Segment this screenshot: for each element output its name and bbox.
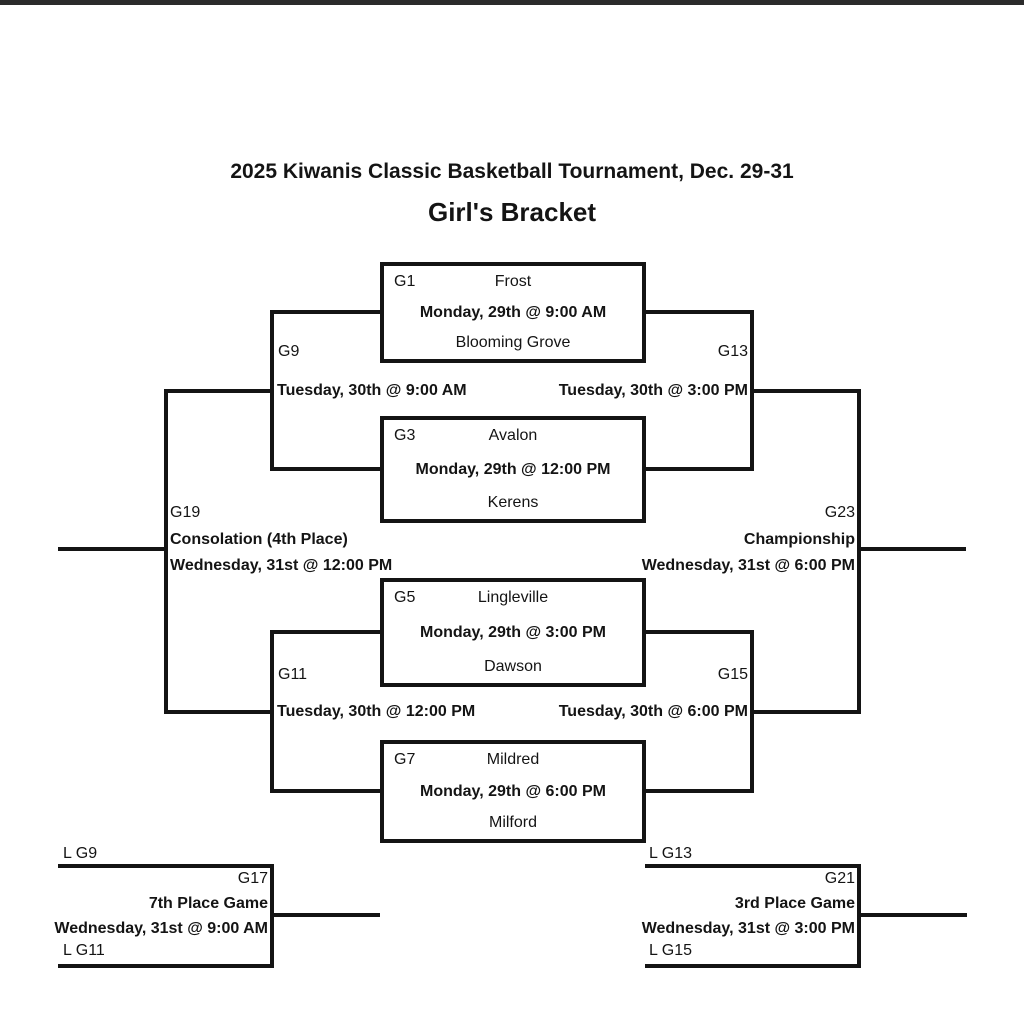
game-datetime-g11: Tuesday, 30th @ 12:00 PM [277,703,476,720]
consolation-game-datetime: Wednesday, 31st @ 12:00 PM [170,557,393,574]
game-id-g15: G15 [717,666,748,683]
third-place-top-line [645,864,861,868]
top-team: Frost [494,273,532,290]
game-datetime: Monday, 29th @ 6:00 PM [419,782,606,800]
game-datetime: Monday, 29th @ 12:00 PM [415,460,611,478]
game-id: G7 [394,751,416,768]
third-place-game-datetime: Wednesday, 31st @ 3:00 PM [641,920,855,937]
bottom-team: Kerens [487,494,539,511]
connector-g5-left-stub [272,630,380,634]
seventh-place-game-name: 7th Place Game [148,895,268,912]
game-id-g17: G17 [237,870,268,887]
game-box-g1: G1 Frost Monday, 29th @ 9:00 AM Blooming… [380,262,646,363]
game-datetime-g9: Tuesday, 30th @ 9:00 AM [277,382,467,399]
third-place-bottom-feeder: L G15 [649,942,692,959]
game-id-g23: G23 [824,504,855,521]
connector-g7-right-stub [644,789,754,793]
top-team: Lingleville [477,589,549,606]
game-top-row: G1 Frost [392,272,634,292]
third-place-top-feeder: L G13 [649,845,692,862]
connector-g1-left-stub [272,310,380,314]
game-id-g13: G13 [717,343,748,360]
championship-game-datetime: Wednesday, 31st @ 6:00 PM [641,557,855,574]
seventh-place-bottom-feeder: L G11 [63,942,105,959]
connector-g7-left-stub [272,789,380,793]
top-team: Mildred [486,751,540,768]
game-box-g5: G5 Lingleville Monday, 29th @ 3:00 PM Da… [380,578,646,687]
game-id-g21: G21 [824,870,855,887]
bottom-team: Milford [488,814,537,831]
game-id: G5 [394,589,416,606]
third-place-vertical [857,864,861,968]
game-id: G3 [394,427,416,444]
bottom-team: Dawson [484,658,542,675]
connector-g1-right-stub [644,310,754,314]
game-top-row: G5 Lingleville [392,588,634,608]
connector-g3-left-stub [272,467,380,471]
seventh-place-bottom-line [58,964,274,968]
seventh-place-vertical [270,864,274,968]
top-bar [0,0,1024,5]
game-datetime-g15: Tuesday, 30th @ 6:00 PM [558,703,748,720]
connector-g9-vertical [270,310,274,471]
connector-g15-vertical [750,630,754,793]
championship-game-name: Championship [743,531,855,548]
game-top-row: G3 Avalon [392,426,634,446]
third-place-game-name: 3rd Place Game [734,895,855,912]
seventh-place-game-datetime: Wednesday, 31st @ 9:00 AM [54,920,268,937]
game-datetime: Monday, 29th @ 9:00 AM [419,303,607,321]
connector-g11-vertical [270,630,274,793]
game-datetime-g13: Tuesday, 30th @ 3:00 PM [558,382,748,399]
game-id-g19: G19 [170,504,201,521]
game-id-g9: G9 [278,343,300,360]
connector-g13-vertical [750,310,754,471]
game-top-row: G7 Mildred [392,750,634,770]
tournament-title: 2025 Kiwanis Classic Basketball Tourname… [230,160,794,183]
bracket-subtitle: Girl's Bracket [427,197,597,227]
game-id-g11: G11 [278,666,308,683]
third-place-bottom-line [645,964,861,968]
seventh-place-top-line [58,864,274,868]
connector-g23-output [861,547,966,551]
connector-g19-output [58,547,164,551]
bottom-team: Blooming Grove [455,334,571,351]
connector-g11-output [164,710,270,714]
connector-g23-vertical [857,389,861,714]
connector-g15-output [754,710,858,714]
seventh-place-top-feeder: L G9 [63,845,98,862]
game-datetime: Monday, 29th @ 3:00 PM [419,623,606,641]
connector-g19-vertical [164,389,168,714]
top-team: Avalon [488,427,538,444]
game-box-g7: G7 Mildred Monday, 29th @ 6:00 PM Milfor… [380,740,646,843]
third-place-output [861,913,967,917]
connector-g9-output [164,389,270,393]
connector-g13-output [754,389,858,393]
connector-g3-right-stub [644,467,754,471]
consolation-game-name: Consolation (4th Place) [170,531,348,548]
seventh-place-output [274,913,380,917]
game-box-g3: G3 Avalon Monday, 29th @ 12:00 PM Kerens [380,416,646,523]
connector-g5-right-stub [644,630,754,634]
game-id: G1 [394,273,416,290]
